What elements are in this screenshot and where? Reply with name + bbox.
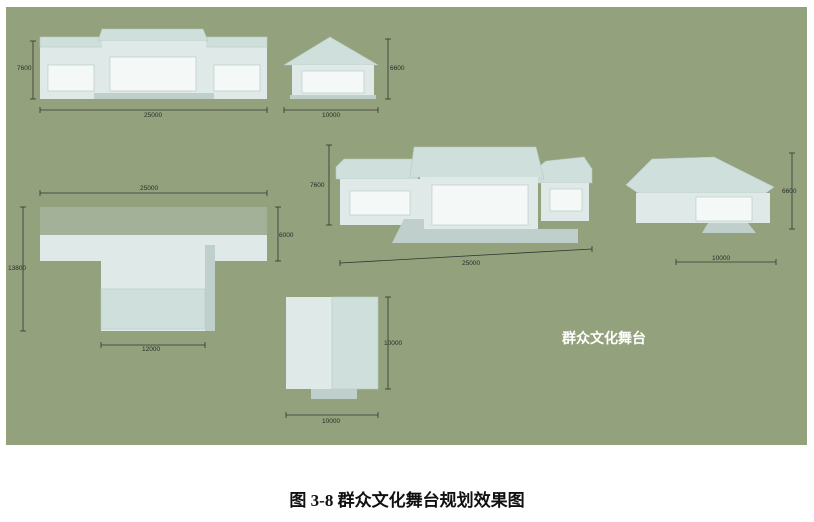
perspective-front	[335, 146, 593, 243]
front-elevation	[39, 28, 268, 99]
plan-depth-dim: 13800	[8, 206, 26, 332]
plan-wing-label: 6000	[279, 232, 294, 239]
roof-depth-dim: 10000	[384, 296, 402, 390]
persp-side-height-label: 6600	[782, 188, 797, 195]
side-width-label: 10000	[322, 112, 340, 119]
front-width-dim: 25000	[39, 107, 268, 119]
figure-caption: 图 3-8 群众文化舞台规划效果图	[289, 491, 525, 510]
plan-depth-label: 13800	[8, 265, 26, 272]
front-height-dim: 7600	[17, 40, 36, 100]
plan-wing-dim: 6000	[275, 206, 294, 262]
persp-side-width-label: 10000	[712, 255, 730, 262]
front-elevation-windows	[47, 64, 261, 92]
roof-width-label: 10000	[322, 418, 340, 425]
drawing-board: 7600 25000 6600 10000 25000	[6, 7, 807, 445]
side-height-dim: 6600	[385, 38, 405, 100]
perspective-front-windows	[349, 188, 583, 216]
side-elevation	[282, 36, 380, 99]
roof-width-dim: 10000	[285, 412, 379, 425]
persp-front-height-label: 7600	[310, 182, 325, 189]
front-width-label: 25000	[144, 112, 162, 119]
plan-stage-label: 12000	[142, 346, 160, 353]
roof-depth-label: 10000	[384, 340, 402, 347]
elevation-drawings: 7600 25000 6600 10000 25000	[8, 28, 797, 425]
side-height-label: 6600	[390, 65, 405, 72]
plan-width-label: 25000	[140, 185, 158, 192]
persp-side-height-dim: 6600	[782, 152, 797, 230]
plan-view	[40, 207, 267, 331]
plan-stage-dim: 12000	[100, 342, 206, 353]
persp-front-width-label: 25000	[462, 260, 480, 267]
roof-plan	[286, 296, 379, 399]
side-width-dim: 10000	[283, 107, 379, 119]
front-height-label: 7600	[17, 65, 32, 72]
persp-side-width-dim: 10000	[675, 255, 777, 265]
persp-front-width-dim: 25000	[339, 246, 593, 267]
plan-width-dim: 25000	[39, 185, 268, 196]
persp-front-height-dim: 7600	[310, 144, 332, 226]
perspective-side	[625, 156, 775, 233]
overlay-title: 群众文化舞台	[562, 331, 646, 347]
